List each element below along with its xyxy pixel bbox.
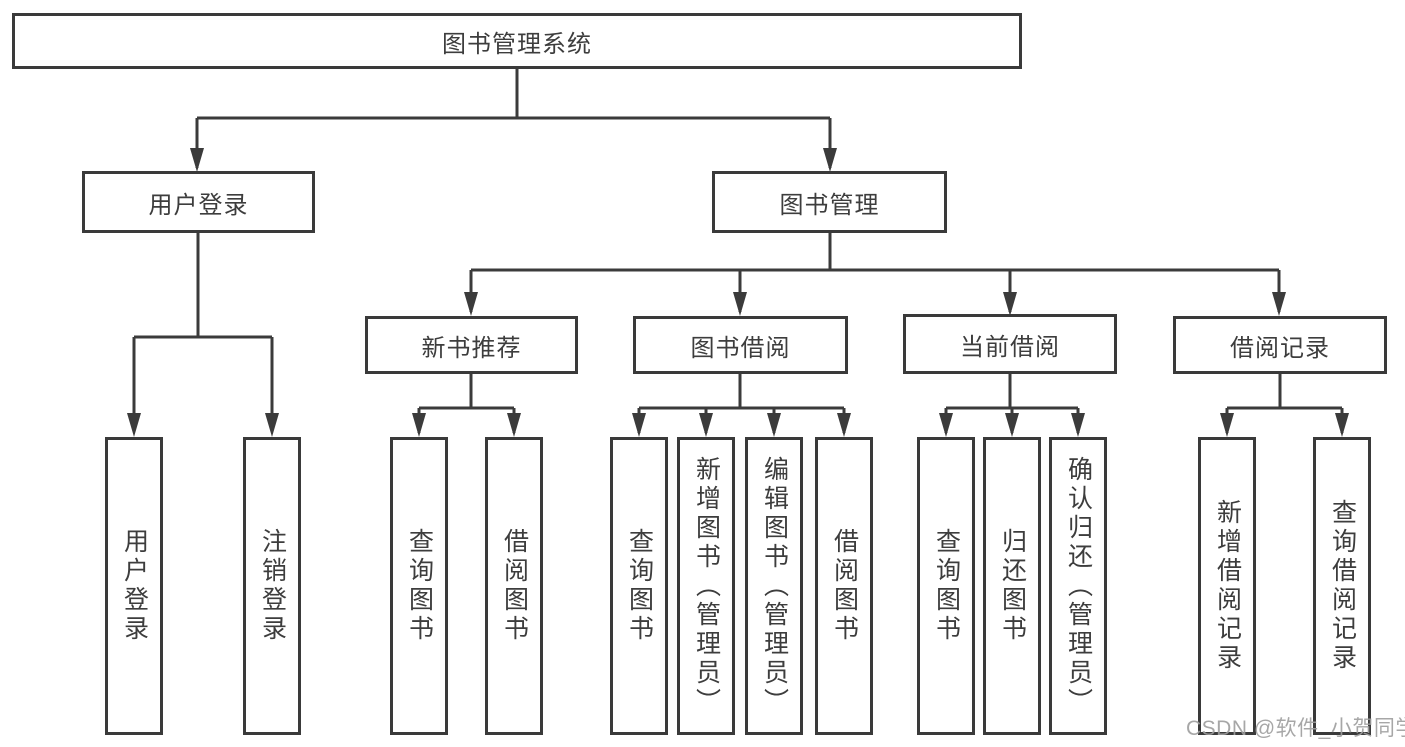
leaf-user-login: 用户登录 <box>105 437 163 735</box>
csdn-watermark: CSDN @软件_小贺同学 <box>1186 717 1405 740</box>
leaf-add-book-admin: 新增图书（管理员） <box>677 437 735 735</box>
leaf-borrow-books: 借阅图书 <box>815 437 873 735</box>
leaf-confirm-return-admin: 确认归还（管理员） <box>1049 437 1107 735</box>
node-new-book-recommend: 新书推荐 <box>365 316 578 374</box>
leaf-query-books-recommend: 查询图书 <box>390 437 448 735</box>
node-borrow-records: 借阅记录 <box>1173 316 1387 374</box>
leaf-borrow-books-recommend: 借阅图书 <box>485 437 543 735</box>
node-book-borrow: 图书借阅 <box>633 316 848 374</box>
leaf-logout: 注销登录 <box>243 437 301 735</box>
leaf-return-book: 归还图书 <box>983 437 1041 735</box>
leaf-edit-book-admin: 编辑图书（管理员） <box>745 437 803 735</box>
leaf-query-books-borrow: 查询图书 <box>610 437 668 735</box>
leaf-query-books-current: 查询图书 <box>917 437 975 735</box>
leaf-add-borrow-record: 新增借阅记录 <box>1198 437 1256 735</box>
node-user-login: 用户登录 <box>82 171 315 233</box>
node-root: 图书管理系统 <box>12 13 1022 69</box>
node-current-borrow: 当前借阅 <box>903 314 1117 374</box>
leaf-query-borrow-record: 查询借阅记录 <box>1313 437 1371 735</box>
node-book-management: 图书管理 <box>712 171 947 233</box>
